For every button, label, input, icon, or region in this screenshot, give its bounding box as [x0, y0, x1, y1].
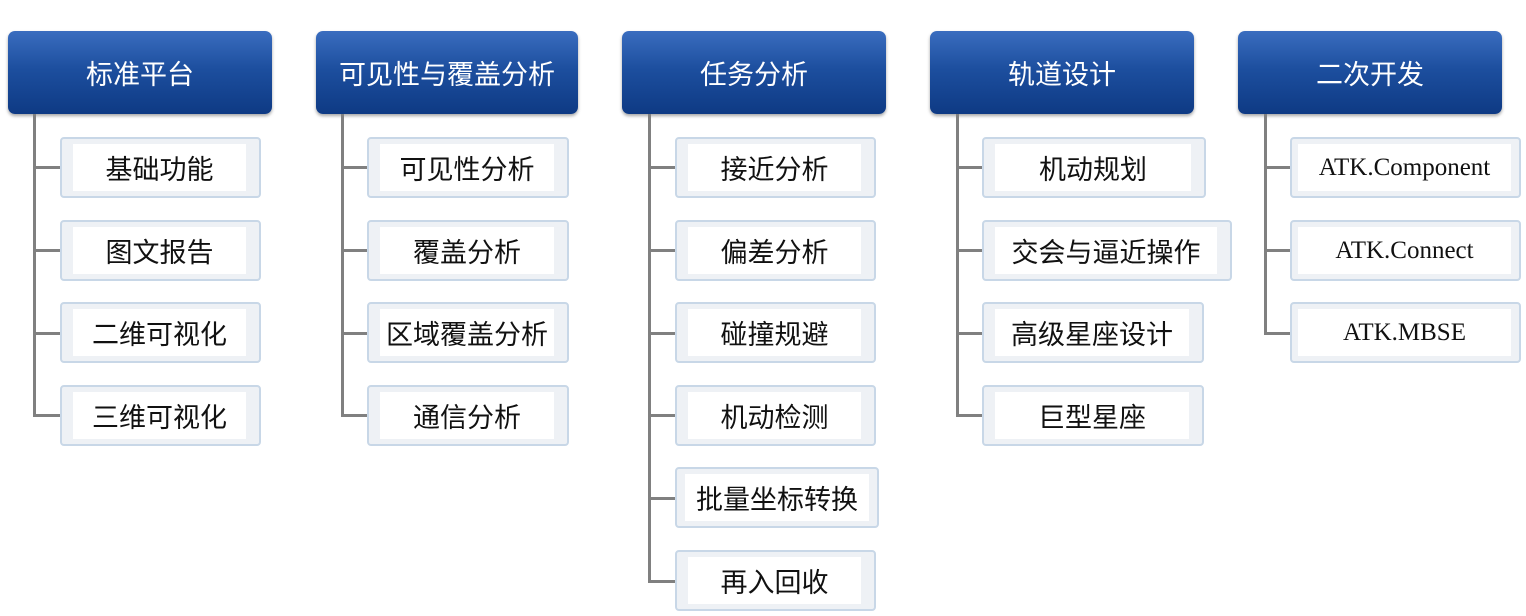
tree-connector-vertical [341, 114, 344, 417]
module-graphic-report: 图文报告 [60, 220, 261, 281]
tree-connector-branch [33, 166, 60, 169]
tree-connector-vertical [648, 114, 651, 583]
module-atk-connect: ATK.Connect [1290, 220, 1521, 281]
module-label: ATK.MBSE [1298, 309, 1511, 356]
category-title-secondary-development: 二次开发 [1316, 60, 1424, 91]
module-label: ATK.Connect [1298, 227, 1511, 274]
module-rendezvous-proximity-operations: 交会与逼近操作 [982, 220, 1232, 281]
tree-connector-branch [341, 249, 367, 252]
module-visibility-analysis: 可见性分析 [367, 137, 569, 198]
module-basic-functions: 基础功能 [60, 137, 261, 198]
module-mega-constellation: 巨型星座 [982, 385, 1204, 446]
tree-connector-branch [33, 332, 60, 335]
module-label: 图文报告 [73, 227, 246, 274]
category-header-standard-platform: 标准平台 [8, 31, 272, 114]
module-maneuver-planning: 机动规划 [982, 137, 1206, 198]
module-label: 偏差分析 [688, 227, 861, 274]
module-communication-analysis: 通信分析 [367, 385, 569, 446]
category-title-mission-analysis: 任务分析 [700, 60, 808, 91]
tree-connector-branch [956, 249, 982, 252]
tree-connector-branch [956, 332, 982, 335]
category-header-orbit-design: 轨道设计 [930, 31, 1194, 114]
module-label: 机动检测 [688, 392, 861, 439]
module-reentry-recovery: 再入回收 [675, 550, 876, 611]
tree-connector-branch [341, 332, 367, 335]
module-label: 基础功能 [73, 144, 246, 191]
category-header-visibility-coverage-analysis: 可见性与覆盖分析 [316, 31, 578, 114]
tree-connector-branch [956, 414, 982, 417]
module-label: 覆盖分析 [380, 227, 554, 274]
module-maneuver-detection: 机动检测 [675, 385, 876, 446]
module-label: 交会与逼近操作 [995, 227, 1217, 274]
tree-connector-branch [648, 497, 675, 500]
tree-connector-branch [341, 414, 367, 417]
category-header-mission-analysis: 任务分析 [622, 31, 886, 114]
module-atk-component: ATK.Component [1290, 137, 1521, 198]
module-label: ATK.Component [1298, 144, 1511, 191]
module-label: 高级星座设计 [995, 309, 1189, 356]
tree-connector-branch [33, 414, 60, 417]
tree-connector-branch [33, 249, 60, 252]
tree-connector-branch [1264, 332, 1290, 335]
tree-connector-vertical [1264, 114, 1267, 335]
module-2d-visualization: 二维可视化 [60, 302, 261, 363]
module-deviation-analysis: 偏差分析 [675, 220, 876, 281]
module-atk-mbse: ATK.MBSE [1290, 302, 1521, 363]
module-label: 批量坐标转换 [685, 474, 869, 521]
module-label: 再入回收 [688, 557, 861, 604]
tree-connector-branch [341, 166, 367, 169]
module-collision-avoidance: 碰撞规避 [675, 302, 876, 363]
tree-connector-branch [956, 166, 982, 169]
tree-connector-vertical [33, 114, 36, 417]
tree-connector-branch [648, 166, 675, 169]
tree-connector-branch [648, 580, 675, 583]
module-label: 接近分析 [688, 144, 861, 191]
module-3d-visualization: 三维可视化 [60, 385, 261, 446]
tree-connector-vertical [956, 114, 959, 417]
tree-connector-branch [648, 414, 675, 417]
module-label: 区域覆盖分析 [380, 309, 554, 356]
module-label: 通信分析 [380, 392, 554, 439]
category-title-visibility-coverage-analysis: 可见性与覆盖分析 [339, 60, 555, 91]
category-title-orbit-design: 轨道设计 [1008, 60, 1116, 91]
module-coverage-analysis: 覆盖分析 [367, 220, 569, 281]
category-title-standard-platform: 标准平台 [86, 60, 194, 91]
module-label: 可见性分析 [380, 144, 554, 191]
module-proximity-analysis: 接近分析 [675, 137, 876, 198]
module-batch-coordinate-conversion: 批量坐标转换 [675, 467, 879, 528]
module-regional-coverage-analysis: 区域覆盖分析 [367, 302, 569, 363]
module-label: 巨型星座 [995, 392, 1189, 439]
tree-connector-branch [648, 332, 675, 335]
tree-connector-branch [1264, 166, 1290, 169]
module-label: 二维可视化 [73, 309, 246, 356]
tree-connector-branch [1264, 249, 1290, 252]
tree-connector-branch [648, 249, 675, 252]
category-header-secondary-development: 二次开发 [1238, 31, 1502, 114]
module-advanced-constellation-design: 高级星座设计 [982, 302, 1204, 363]
module-label: 机动规划 [995, 144, 1191, 191]
module-label: 碰撞规避 [688, 309, 861, 356]
module-label: 三维可视化 [73, 392, 246, 439]
